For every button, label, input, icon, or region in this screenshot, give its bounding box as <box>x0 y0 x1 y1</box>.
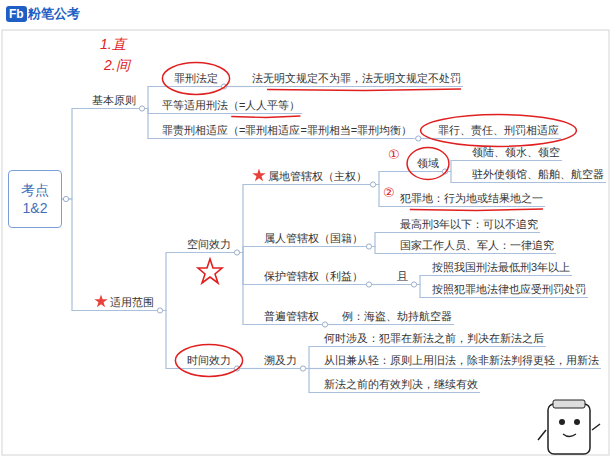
collapse-dot <box>157 308 162 313</box>
node-text: 罪刑法定 <box>174 71 218 85</box>
callout-number: ① <box>388 148 400 162</box>
topic-node: 罪行、责任、刑罚相适应 <box>436 122 561 139</box>
node-text: 基本原则 <box>92 93 136 107</box>
topic-node: 适用范围 <box>108 294 156 311</box>
node-text: 按照犯罪地法律也应受刑罚处罚 <box>432 282 586 296</box>
topic-node: 例：海盗、劫持航空器 <box>340 308 454 325</box>
node-text: 溯及力 <box>264 353 297 367</box>
branch-line <box>233 253 262 325</box>
node-text: 最高刑3年以下：可以不追究 <box>400 217 538 231</box>
topic-node: 空间效力 <box>185 236 233 253</box>
topic-node: 且 <box>395 268 410 285</box>
topic-node: 领陆、领水、领空 <box>470 144 562 161</box>
node-text: 平等适用刑法（=人人平等） <box>162 98 300 112</box>
topic-node: 按照我国刑法最低刑3年以上 <box>430 259 572 276</box>
topic-node: 属人管辖权（国籍） <box>262 230 365 247</box>
topic-node: 何时涉及：犯罪在新法之前，判决在新法之后 <box>322 330 546 347</box>
collapse-dot <box>366 282 371 287</box>
collapse-dot <box>366 244 371 249</box>
star-icon <box>94 295 107 308</box>
node-text: 罪责刑相适应（=罪刑相适应=罪刑相当=罪刑均衡） <box>162 123 412 137</box>
collapse-dot <box>370 182 375 187</box>
topic-node: 新法之前的有效判决，继续有效 <box>322 376 480 393</box>
node-text: 属地管辖权（主权） <box>268 169 367 183</box>
topic-node: 保护管辖权（利益） <box>262 268 365 285</box>
node-text: 适用范围 <box>110 295 154 309</box>
logo-mark: Fb <box>6 6 27 22</box>
topic-node: 罪责刑相适应（=罪刑相适应=罪刑相当=罪刑均衡） <box>160 122 414 139</box>
annotation-circle <box>175 345 242 377</box>
topic-node: 溯及力 <box>262 352 299 369</box>
topic-node: 驻外使领馆、船舶、航空器 <box>470 166 606 183</box>
handwritten-note: 2.间 <box>104 57 130 73</box>
annotation-circle <box>162 63 229 95</box>
topic-node: 属地管辖权（主权） <box>266 168 369 185</box>
handwritten-note: 1.直 <box>100 36 126 52</box>
node-text: 新法之前的有效判决，继续有效 <box>324 377 478 391</box>
branch-line <box>233 253 262 285</box>
topic-node: 法无明文规定不为罪，法无明文规定不处罚 <box>250 70 463 87</box>
annotation-circle <box>407 148 449 180</box>
branch-line <box>299 369 322 393</box>
node-text: 保护管辖权（利益） <box>264 269 363 283</box>
node-text: 驻外使领馆、船舶、航空器 <box>472 167 604 181</box>
branch-line <box>156 311 185 369</box>
node-text: 普遍管辖权 <box>264 309 319 323</box>
node-text: 犯罪地：行为地或结果地之一 <box>400 191 543 205</box>
node-text: 从旧兼从轻：原则上用旧法，除非新法判得更轻，用新法 <box>324 353 599 367</box>
topic-node: 按照犯罪地法律也应受刑罚处罚 <box>430 281 588 298</box>
node-text: 领陆、领水、领空 <box>472 145 560 159</box>
topic-node: 从旧兼从轻：原则上用旧法，除非新法判得更轻，用新法 <box>322 352 601 369</box>
topic-node: 普遍管辖权 <box>262 308 321 325</box>
branch-line <box>138 109 160 139</box>
node-text: 按照我国刑法最低刑3年以上 <box>432 260 570 274</box>
mascot-figure <box>538 400 600 454</box>
star-icon <box>252 169 265 182</box>
node-text: 空间效力 <box>187 237 231 251</box>
node-text: 例：海盗、劫持航空器 <box>342 309 452 323</box>
collapse-dot <box>416 136 421 141</box>
topic-node: 国家工作人员、军人：一律追究 <box>398 237 556 254</box>
branch-line <box>156 253 185 311</box>
collapse-dot <box>322 322 327 327</box>
node-text: 且 <box>397 269 408 283</box>
topic-node: 平等适用刑法（=人人平等） <box>160 97 302 114</box>
branch-line <box>62 199 108 311</box>
annotation-underline <box>410 209 543 211</box>
node-text: 考点 1&2 <box>15 181 55 217</box>
branch-line <box>299 347 322 369</box>
branch-line <box>369 185 398 207</box>
hand-star <box>198 259 222 283</box>
node-text: 时间效力 <box>187 353 231 367</box>
brand-name: 粉笔公考 <box>28 6 80 22</box>
annotation-underline <box>231 116 300 118</box>
branch-line <box>62 109 90 200</box>
collapse-dot <box>234 250 239 255</box>
node-text: 罪行、责任、刑罚相适应 <box>438 123 559 137</box>
map-frame <box>2 30 609 455</box>
collapse-dot <box>63 196 68 201</box>
collapse-dot <box>411 282 416 287</box>
topic-node: 罪刑法定 <box>172 70 220 87</box>
topic-node: 基本原则 <box>90 92 138 109</box>
topic-node: 犯罪地：行为地或结果地之一 <box>398 190 545 207</box>
topic-node: 最高刑3年以下：可以不追究 <box>398 216 540 233</box>
node-text: 属人管辖权（国籍） <box>264 231 363 245</box>
annotation-circle <box>421 115 577 147</box>
branch-line <box>369 172 415 185</box>
callout-number: ② <box>383 186 395 200</box>
topic-node: 领域 <box>415 155 441 172</box>
node-text: 何时涉及：犯罪在新法之前，判决在新法之后 <box>324 331 544 345</box>
root-topic: 考点 1&2 <box>8 170 62 228</box>
node-text: 法无明文规定不为罪，法无明文规定不处罚 <box>252 71 461 85</box>
node-text: 国家工作人员、军人：一律追究 <box>400 238 554 252</box>
annotation-underline <box>267 89 461 91</box>
topic-node: 时间效力 <box>185 352 233 369</box>
collapse-dot <box>139 106 144 111</box>
collapse-dot <box>300 366 305 371</box>
node-text: 领域 <box>417 156 439 170</box>
